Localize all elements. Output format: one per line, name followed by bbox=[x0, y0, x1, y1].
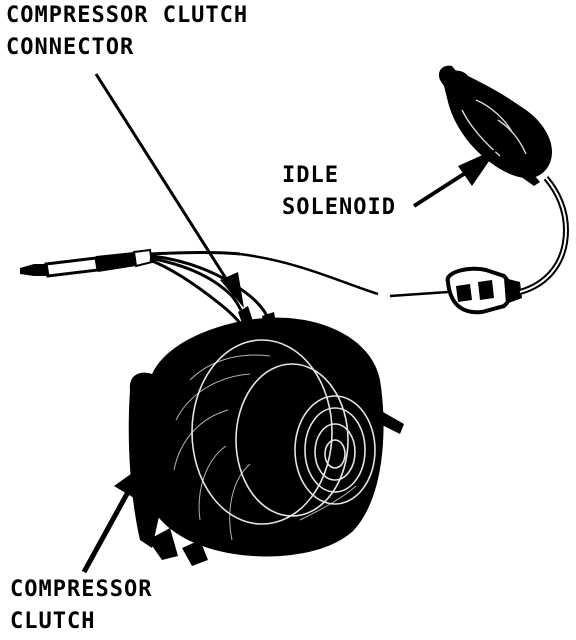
idle-solenoid bbox=[438, 65, 552, 186]
compressor-body bbox=[128, 317, 404, 566]
compressor-clutch-connector-label: COMPRESSOR CLUTCH CONNECTOR bbox=[6, 0, 248, 64]
clutch-label-line-2: CLUTCH bbox=[10, 609, 96, 634]
compressor-clutch-label: COMPRESSOR CLUTCH bbox=[10, 574, 152, 638]
clutch-leader-arrow bbox=[81, 466, 142, 574]
solenoid-leader-arrow bbox=[412, 148, 498, 208]
solenoid-label-line-1: IDLE bbox=[282, 163, 339, 188]
idle-solenoid-label: IDLE SOLENOID bbox=[282, 160, 396, 224]
connector-leader-arrow bbox=[94, 73, 244, 308]
connector-label-line-1: COMPRESSOR CLUTCH bbox=[6, 3, 249, 28]
connector-label-line-2: CONNECTOR bbox=[6, 35, 135, 60]
solenoid-connector bbox=[445, 176, 570, 315]
clutch-label-line-1: COMPRESSOR bbox=[10, 577, 153, 602]
solenoid-label-line-2: SOLENOID bbox=[282, 195, 396, 220]
wire-harness bbox=[20, 248, 449, 336]
